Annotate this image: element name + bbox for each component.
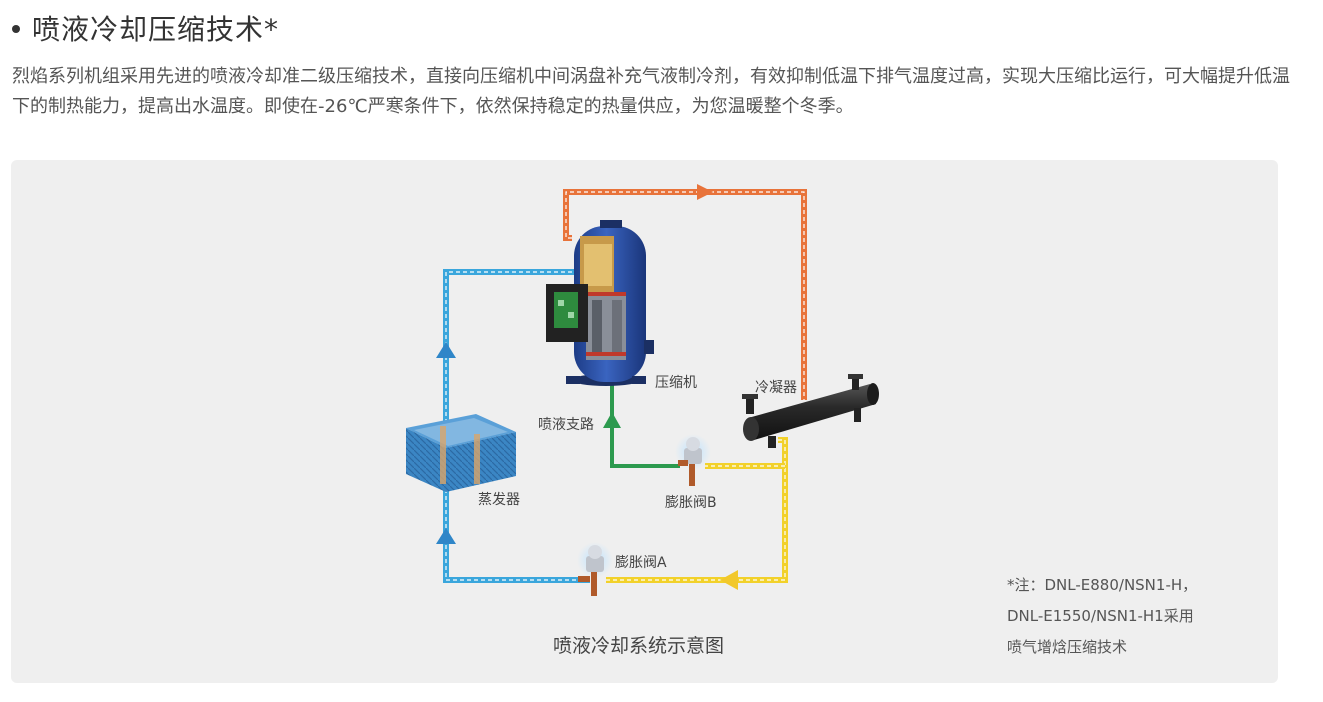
bullet-dot — [12, 25, 20, 33]
compressor-graphic — [546, 220, 654, 386]
hot-gas-arrow-icon — [697, 184, 713, 200]
footnote-line: *注：DNL-E880/NSN1-H， — [1007, 576, 1198, 594]
injection-arrow-icon — [603, 412, 621, 428]
footnote-line: 喷气增焓压缩技术 — [1007, 638, 1128, 656]
expansion-valve-b-label: 膨胀阀B — [665, 495, 717, 511]
injection-branch-label: 喷液支路 — [538, 417, 594, 433]
footnote-line: DNL-E1550/NSN1-H1采用 — [1007, 607, 1194, 625]
expansion-valve-a-label: 膨胀阀A — [615, 555, 667, 571]
condenser-label: 冷凝器 — [755, 380, 797, 396]
diagram-caption: 喷液冷却系统示意图 — [553, 635, 725, 657]
expansion-valve-a-graphic — [577, 542, 613, 596]
hot-gas-pipe — [563, 189, 807, 400]
injection-pipe — [610, 380, 680, 468]
footnote: *注：DNL-E880/NSN1-H， DNL-E1550/NSN1-H1采用 … — [1007, 570, 1267, 663]
condenser-graphic — [742, 374, 879, 448]
compressor-label: 压缩机 — [655, 375, 697, 391]
liquid-pipe — [606, 437, 788, 583]
section-title: 喷液冷却压缩技术* — [32, 13, 280, 46]
evaporator-graphic — [406, 414, 516, 492]
expansion-valve-b-graphic — [675, 434, 711, 486]
liquid-arrow-icon — [720, 570, 738, 590]
suction-arrow-icon — [436, 528, 456, 544]
suction-arrow-icon — [436, 342, 456, 358]
section-heading: 喷液冷却压缩技术* — [12, 8, 279, 48]
evaporator-label: 蒸发器 — [478, 492, 520, 508]
section-description: 烈焰系列机组采用先进的喷液冷却准二级压缩技术，直接向压缩机中间涡盘补充气液制冷剂… — [12, 66, 1290, 117]
